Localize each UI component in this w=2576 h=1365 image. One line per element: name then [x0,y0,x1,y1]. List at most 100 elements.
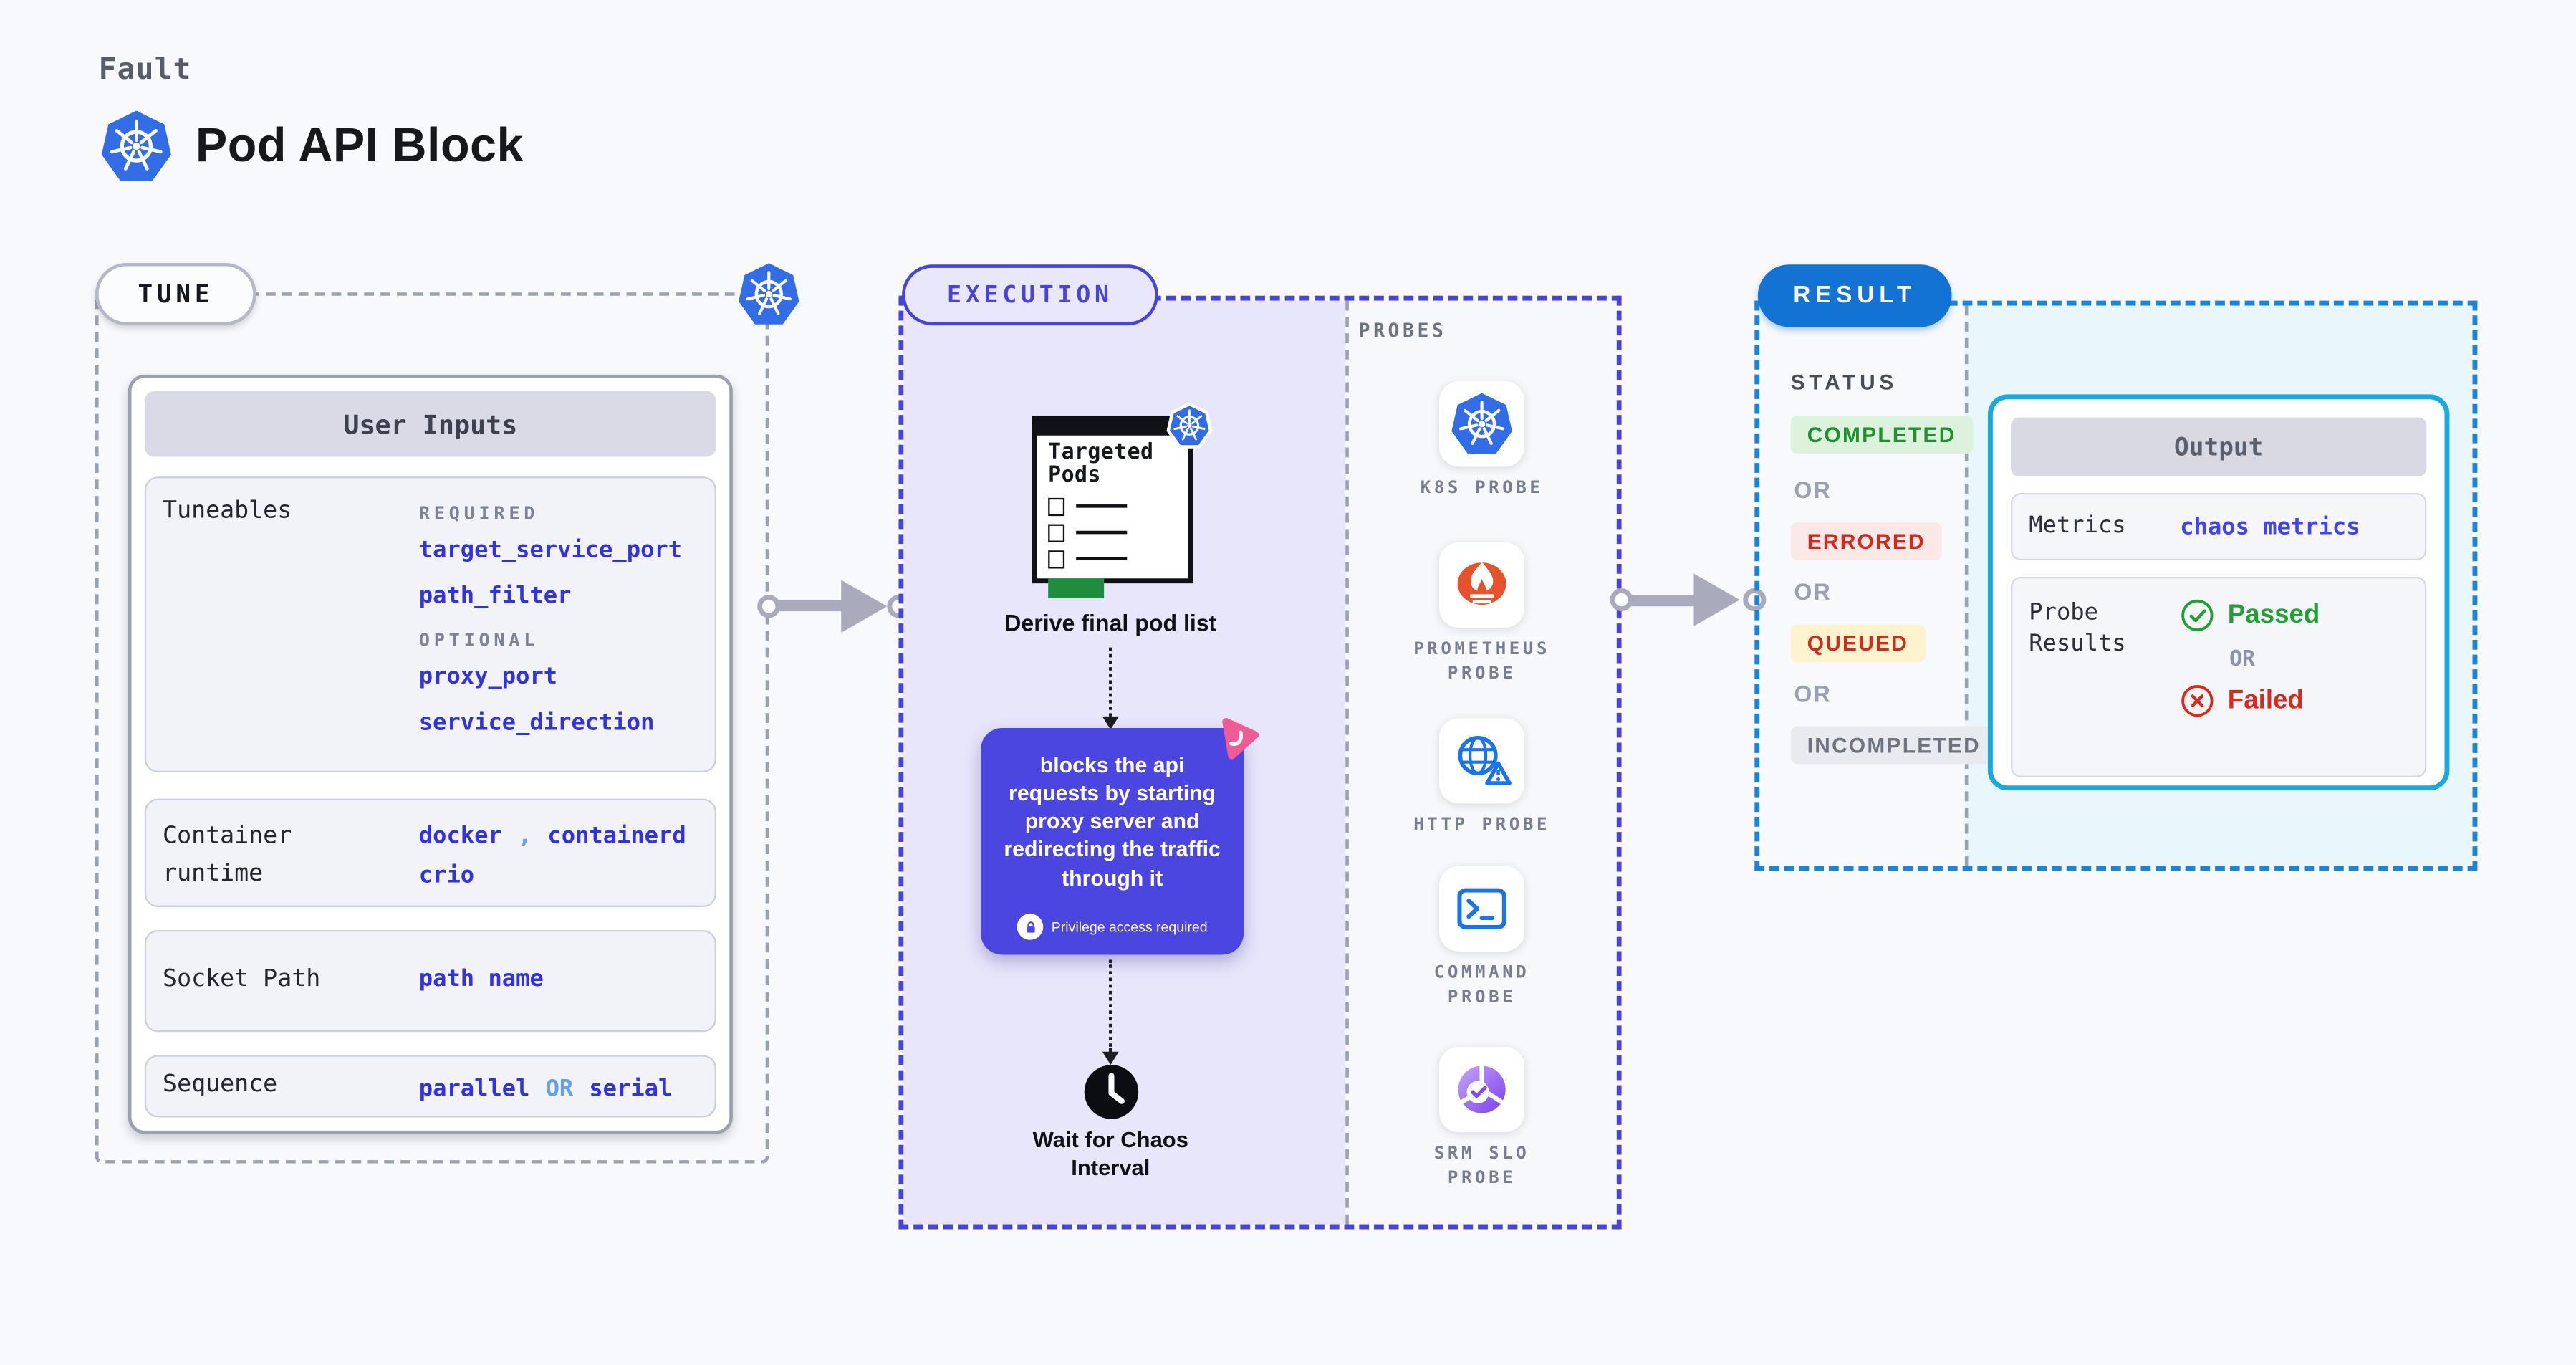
connector-line [775,600,855,612]
runtime-containerd: containerd [547,823,686,850]
optional-label: OPTIONAL [418,629,539,651]
list-line [1076,530,1128,535]
metrics-value: chaos metrics [2180,513,2360,540]
result-badge: RESULT [1757,264,1952,327]
socket-path-label: Socket Path [163,966,321,993]
status-or-separator: OR [1794,578,1832,605]
probe-results-row: Probe Results Passed OR Failed [2011,576,2427,777]
prometheus-icon [1457,562,1506,605]
list-line [1076,504,1128,508]
privilege-note: Privilege access required [1051,918,1208,935]
green-button-shape [1048,578,1105,598]
tune-section-box [95,292,769,1164]
metrics-label: Metrics [2029,512,2126,540]
socket-path-value: path name [418,966,544,993]
metrics-row: Metrics chaos metrics [2011,493,2427,561]
privilege-note-row: Privilege access required [981,914,1244,940]
probe-label: K8S PROBE [1420,478,1544,498]
x-circle-icon [2181,684,2214,717]
status-badge-queued: QUEUED [1790,624,1925,663]
dotted-arrowhead [1102,716,1119,730]
probe-tile-srm-slo [1438,1046,1525,1133]
dotted-arrowhead [1102,1051,1119,1065]
connector-arrowhead [1693,573,1740,626]
socket-path-row: Socket Path path name [144,930,716,1033]
runtime-crio: crio [418,863,475,889]
param-path-filter: path_filter [418,583,572,610]
kubernetes-icon [1166,403,1212,449]
runtime-docker: docker [418,823,502,850]
output-card: Output Metrics chaos metrics Probe Resul… [1987,394,2450,791]
container-runtime-label: Container runtime [163,823,292,888]
user-inputs-header: User Inputs [144,391,716,457]
runtime-separator: , [517,823,532,850]
fault-action-box: blocks the api requests by starting prox… [981,727,1244,955]
list-line [1076,557,1128,561]
sequence-label: Sequence [163,1071,278,1098]
status-or-separator: OR [1794,680,1832,707]
sequence-or: OR [545,1076,574,1103]
probe-tile-prometheus [1438,542,1525,628]
status-badge-errored: ERRORED [1790,522,1942,561]
output-header: Output [2011,417,2427,477]
targeted-pods-title: Targeted Pods [1048,440,1154,489]
targeted-pods-card: Targeted Pods [1032,416,1193,598]
execution-badge: EXECUTION [902,264,1158,326]
passed-item: Passed [2180,598,2320,633]
sequence-serial: serial [589,1076,673,1103]
probe-label: PROMETHEUS PROBE [1413,639,1551,684]
status-heading: STATUS [1790,370,1898,395]
http-globe-icon [1458,735,1512,785]
title-row: Pod API Block [99,108,524,183]
passed-label: Passed [2227,600,2320,629]
checkbox-icon [1048,550,1065,568]
page-title: Pod API Block [195,119,524,172]
probe-label: SRM SLO PROBE [1433,1144,1530,1189]
sequence-parallel: parallel [418,1076,530,1103]
pod-list-item [1048,497,1188,516]
connector-dot [1610,588,1633,612]
param-target-service-port: target_service_port [418,537,683,564]
check-circle-icon [2181,599,2214,632]
pod-list-item [1048,550,1188,568]
failed-label: Failed [2227,686,2304,714]
clock-icon [1084,1065,1139,1119]
checkbox-icon [1048,497,1065,516]
kubernetes-icon [736,262,802,327]
container-runtime-row: Container runtime docker , containerd cr… [144,798,716,907]
probe-results-label: Probe Results [2029,600,2126,658]
param-proxy-port: proxy_port [418,664,558,691]
probe-label: HTTP PROBE [1413,815,1551,835]
tuneables-row: Tuneables REQUIRED target_service_port p… [144,476,716,772]
probe-tile-k8s [1438,381,1525,467]
fault-eyebrow: Fault [98,52,192,87]
probe-tile-command [1438,866,1525,952]
probe-results-values: Passed OR Failed [2180,578,2320,718]
required-label: REQUIRED [418,502,539,525]
connector-arrowhead [841,579,888,632]
pod-list-item [1048,523,1188,542]
lock-icon [1017,914,1044,940]
probes-panel-label: PROBES [1358,318,1447,343]
tuneables-label: Tuneables [163,497,292,525]
status-badge-completed: COMPLETED [1790,416,1973,454]
kubernetes-icon [1449,391,1515,457]
dotted-connector [1109,647,1112,717]
param-service-direction: service_direction [418,709,655,737]
connector-line [1628,594,1707,606]
wait-chaos-interval-step: Wait for Chaos Interval [1032,1127,1188,1180]
connector-dot [757,594,781,618]
kubernetes-icon [99,108,174,183]
derive-pod-list-step: Derive final pod list [1004,609,1217,636]
targeted-pods-titlebar [1037,421,1188,436]
output-or-separator: OR [2229,647,2256,672]
chaos-icon [1222,718,1259,760]
dotted-connector [1109,959,1112,1052]
sequence-values: parallel OR serial [419,1071,673,1103]
sequence-row: Sequence parallel OR serial [144,1055,716,1118]
slo-pie-icon [1457,1063,1506,1113]
checkbox-icon [1048,523,1065,542]
container-runtime-values-line1: docker , containerd [419,818,686,850]
